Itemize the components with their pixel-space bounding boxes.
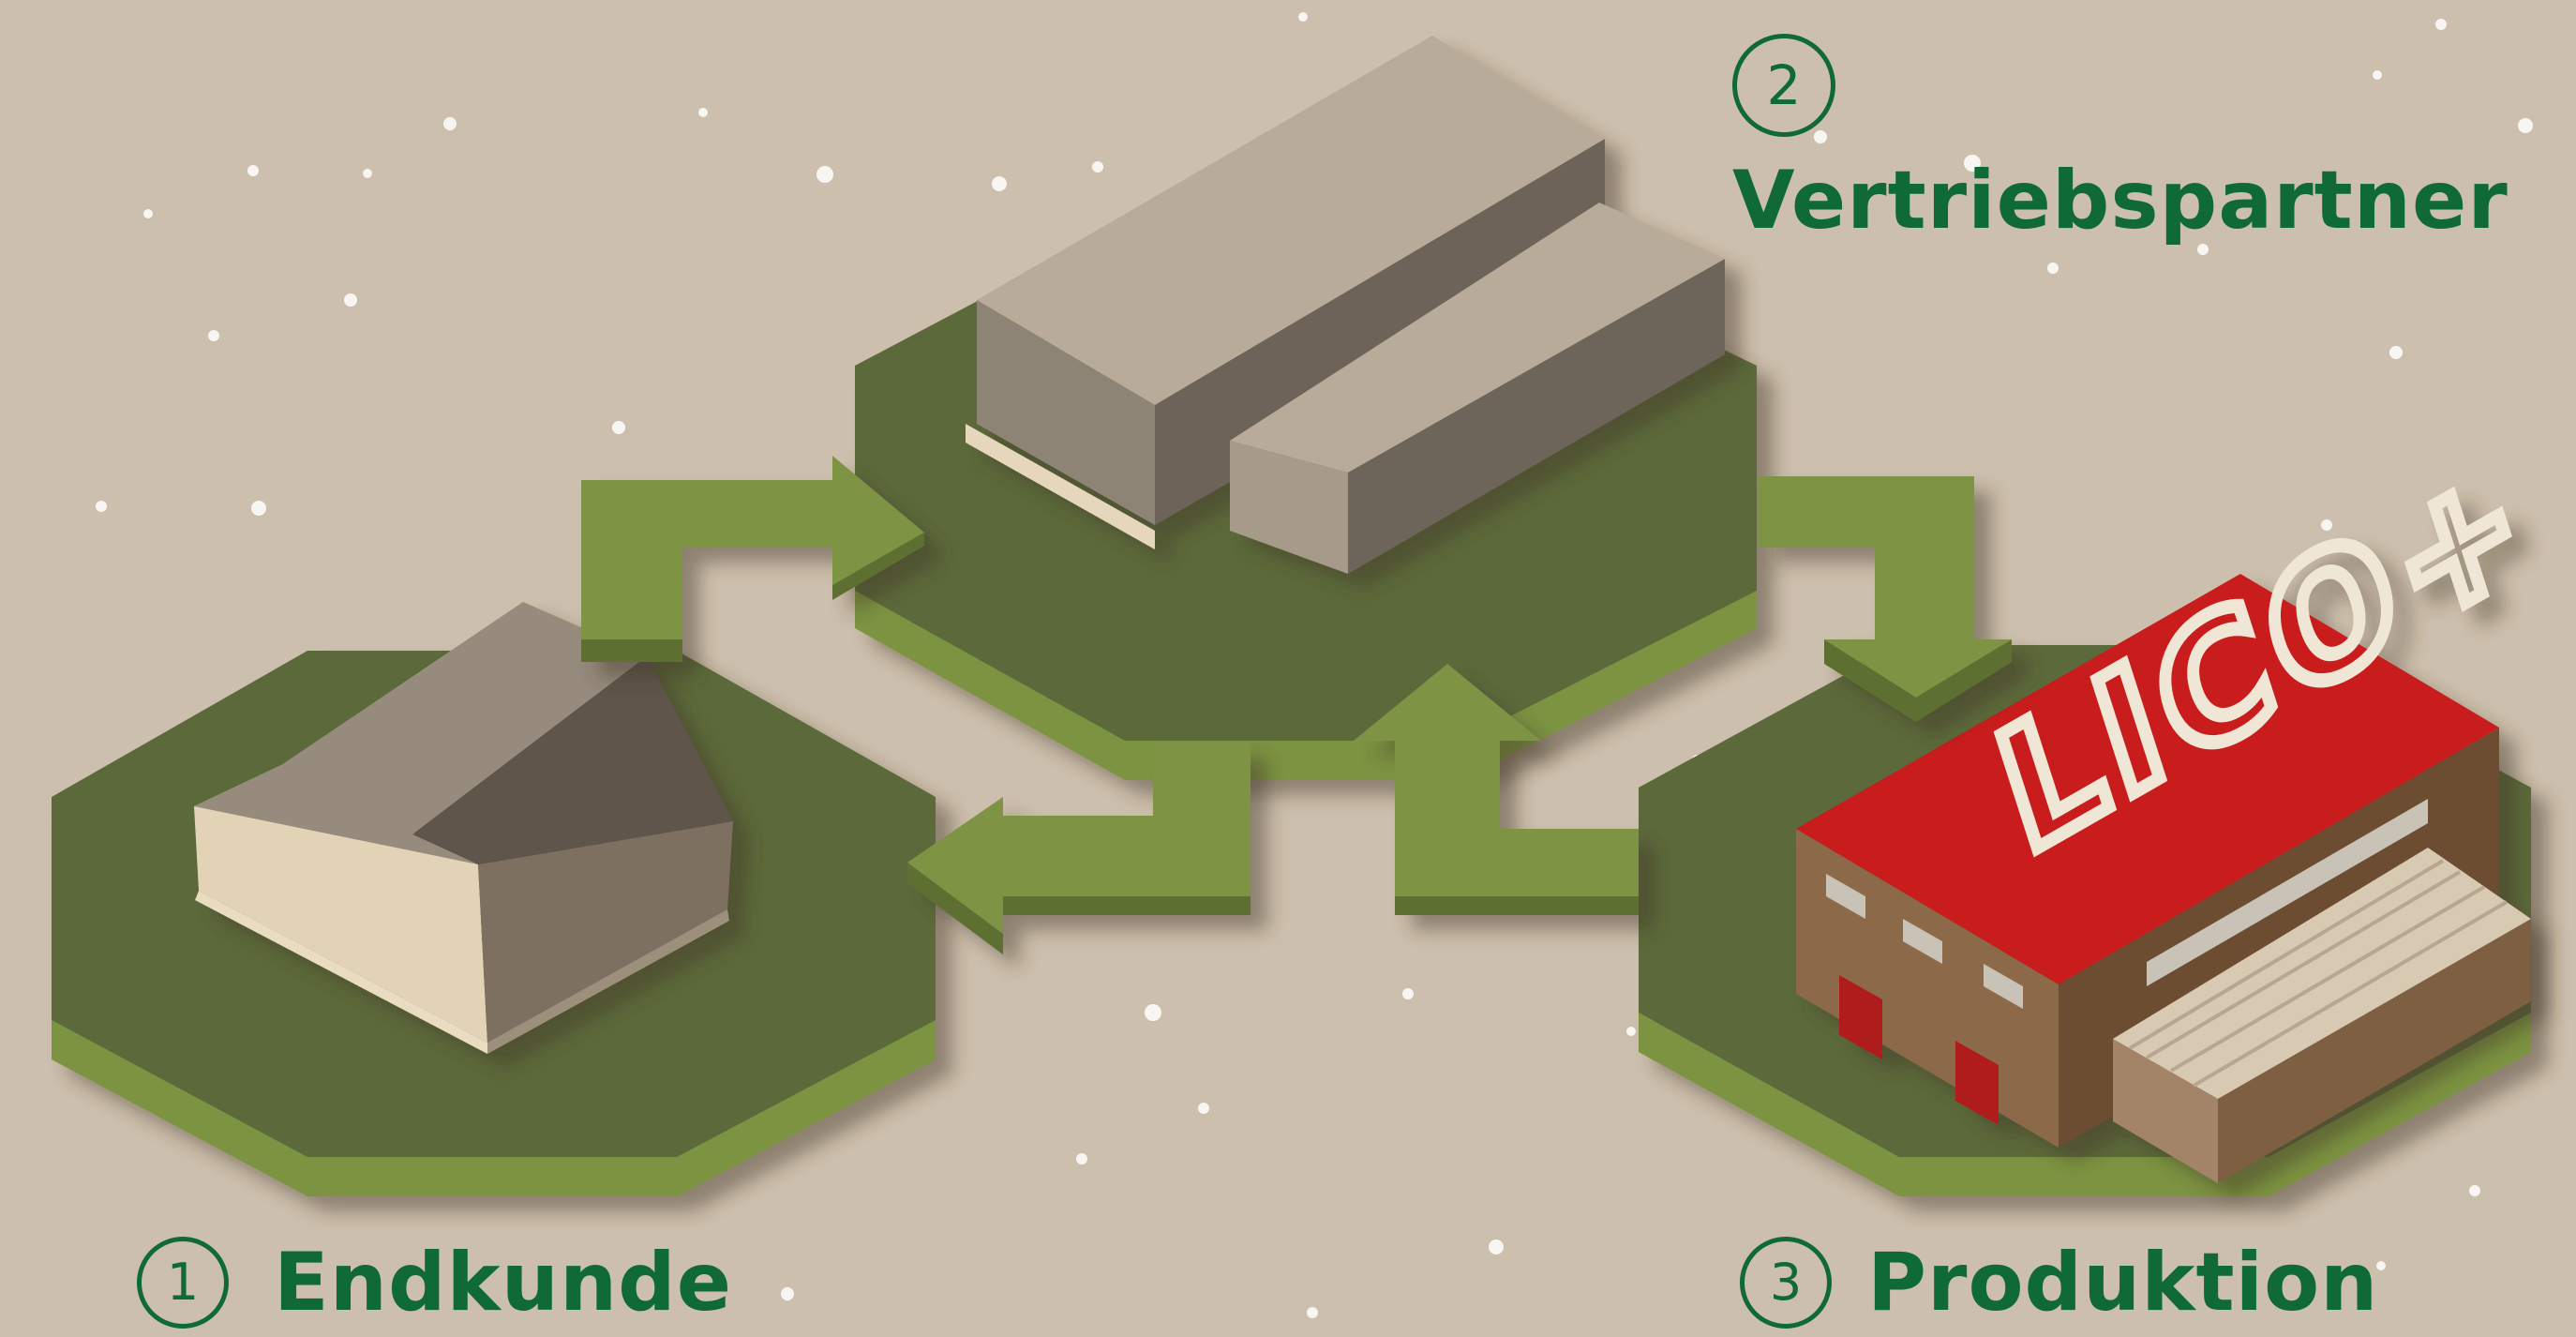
label-endkunde: 1 Endkunde bbox=[137, 1236, 732, 1329]
label-vertriebspartner: 2 Vertriebspartner bbox=[1732, 34, 2509, 248]
label-produktion: 3 Produktion bbox=[1740, 1236, 2378, 1329]
step-number-2: 2 bbox=[1732, 34, 1835, 137]
label-endkunde-text: Endkunde bbox=[274, 1236, 733, 1329]
arrow-endkunde-to-vertrieb bbox=[581, 456, 924, 662]
step-number-3: 3 bbox=[1740, 1237, 1832, 1329]
arrow-vertrieb-to-endkunde bbox=[907, 743, 1251, 954]
flow-arrows bbox=[581, 456, 2012, 954]
warehouse-icon bbox=[966, 36, 1725, 574]
house-icon bbox=[194, 602, 733, 1054]
label-produktion-text: Produktion bbox=[1867, 1236, 2379, 1329]
step-number-1: 1 bbox=[137, 1237, 229, 1329]
arrow-vertrieb-to-produktion bbox=[1759, 476, 2012, 722]
label-vertriebspartner-text: Vertriebspartner bbox=[1732, 154, 2509, 248]
arrow-produktion-to-vertrieb bbox=[1354, 664, 1639, 915]
